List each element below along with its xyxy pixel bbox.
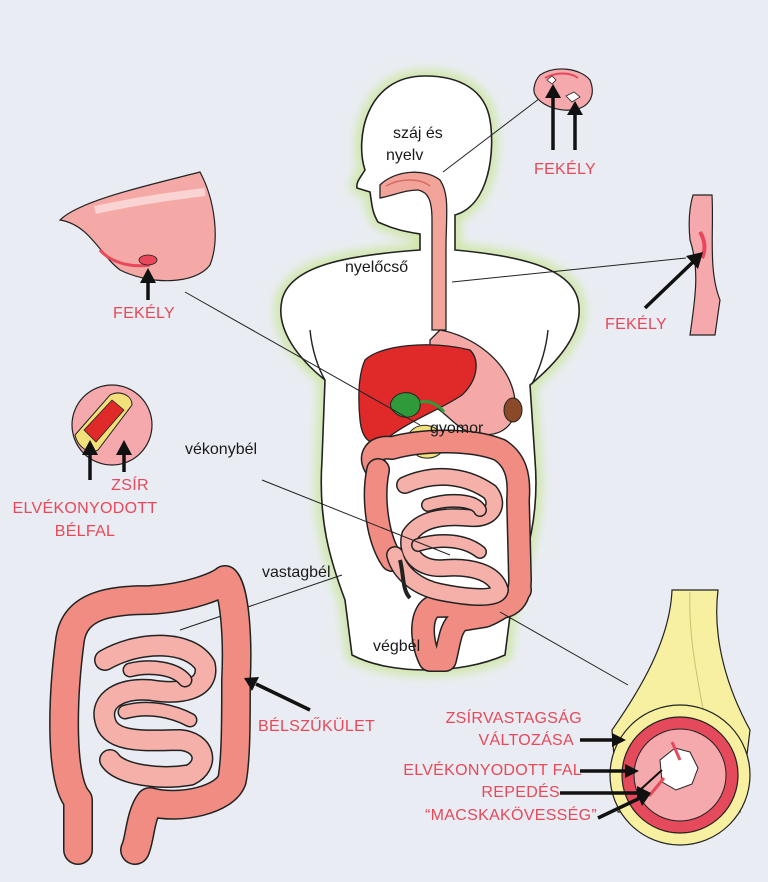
callout-fat-change-1: ZSÍRVASTAGSÁG: [445, 710, 582, 727]
label-mouth-tongue: nyelv: [386, 147, 424, 164]
callout-thinned-wall-1: ELVÉKONYODOTT: [12, 500, 158, 517]
callout-fissure: REPEDÉS: [481, 784, 560, 801]
callout-fat: ZSÍR: [111, 477, 149, 494]
leader-lines: [179, 91, 687, 686]
inset-cross-section: [560, 589, 751, 846]
callout-stricture: BÉLSZŰKÜLET: [258, 718, 376, 735]
callout-ulcer-mouth: FEKÉLY: [534, 161, 596, 178]
inset-esophagus-ulcer: [643, 194, 721, 336]
label-stomach: gyomor: [430, 420, 484, 437]
callout-thinned-wall-2: BÉLFAL: [54, 523, 116, 540]
intestines-in-body: [360, 429, 532, 672]
callout-ulcer-esophagus: FEKÉLY: [605, 316, 667, 333]
label-rectum: végbél: [373, 638, 421, 655]
label-mouth: száj és: [393, 125, 443, 142]
inset-thinned-wall: [71, 384, 153, 480]
inset-colon: [49, 565, 311, 865]
mouth-and-esophagus: [379, 171, 448, 331]
callout-thin-wall: ELVÉKONYODOTT FAL: [403, 762, 582, 779]
inset-mouth-ulcer: [533, 68, 593, 150]
label-esophagus: nyelőcső: [345, 259, 409, 276]
callout-cobblestone: “MACSKAKÖVESSÉG”: [425, 807, 597, 824]
inset-stomach-ulcer: [58, 171, 216, 300]
label-large-intestine: vastagbél: [262, 564, 331, 581]
callout-ulcer-stomach: FEKÉLY: [113, 305, 175, 322]
label-small-intestine: vékonybél: [185, 441, 258, 458]
callout-fat-change-2: VÁLTOZÁSA: [478, 732, 574, 749]
